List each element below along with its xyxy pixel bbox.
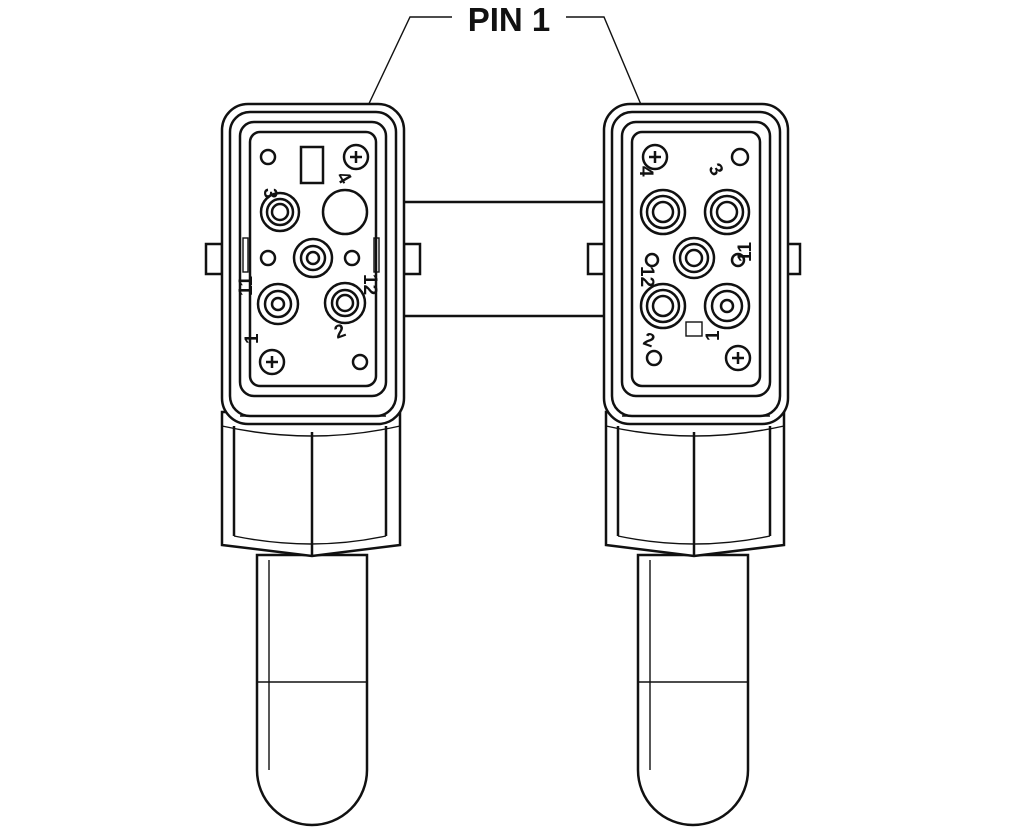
left-side-tab [402, 242, 422, 276]
left-latch [373, 237, 380, 273]
connector-bridge [404, 200, 606, 318]
left-small-hole [343, 249, 361, 267]
right-pin-1-socket [703, 282, 751, 330]
right-small-hole [730, 252, 746, 268]
right-screw-bottom [724, 344, 752, 372]
right-screw-top [641, 143, 669, 171]
left-screw-bottom [258, 348, 286, 376]
right-vent-hole [645, 349, 663, 367]
left-pin-label-1: 1 [242, 333, 263, 344]
right-connector: 3 4 12 11 2 1 [586, 102, 802, 827]
left-pin-label-11: 11 [236, 275, 257, 296]
right-pin-4-socket [639, 188, 687, 236]
left-vent-hole [351, 353, 369, 371]
left-vent-hole [259, 148, 277, 166]
left-screw-top [342, 143, 370, 171]
left-side-tab [204, 242, 224, 276]
left-pin-label-3: 3 [259, 188, 280, 199]
left-pin-1-socket [256, 282, 300, 326]
pin1-callout-label: PIN 1 [468, 1, 551, 38]
right-hex-nut [604, 410, 786, 558]
right-pin-label-11: 11 [735, 241, 756, 262]
left-pin-2-socket [323, 281, 367, 325]
right-side-tab [586, 242, 606, 276]
right-vent-hole [730, 147, 750, 167]
right-key-notch [685, 321, 703, 337]
left-latch [242, 237, 249, 273]
right-center-socket [672, 236, 716, 280]
left-key-slot [299, 145, 325, 185]
left-center-socket [292, 237, 334, 279]
right-pin-label-1: 1 [703, 330, 724, 341]
right-pin-label-4: 4 [635, 166, 656, 177]
right-pin-label-12: 12 [636, 266, 657, 287]
left-cable [255, 553, 369, 827]
right-pin-2-socket [639, 282, 687, 330]
left-connector: 2 3 4 1 11 12 [204, 102, 422, 827]
left-pin-label-12: 12 [359, 274, 380, 295]
right-pin-3-socket [703, 188, 751, 236]
right-cable [636, 553, 750, 827]
left-hex-nut [220, 410, 402, 558]
left-pin-3-socket [259, 191, 301, 233]
left-small-hole [259, 249, 277, 267]
right-small-hole [644, 252, 660, 268]
left-pin-4-socket [321, 188, 369, 236]
